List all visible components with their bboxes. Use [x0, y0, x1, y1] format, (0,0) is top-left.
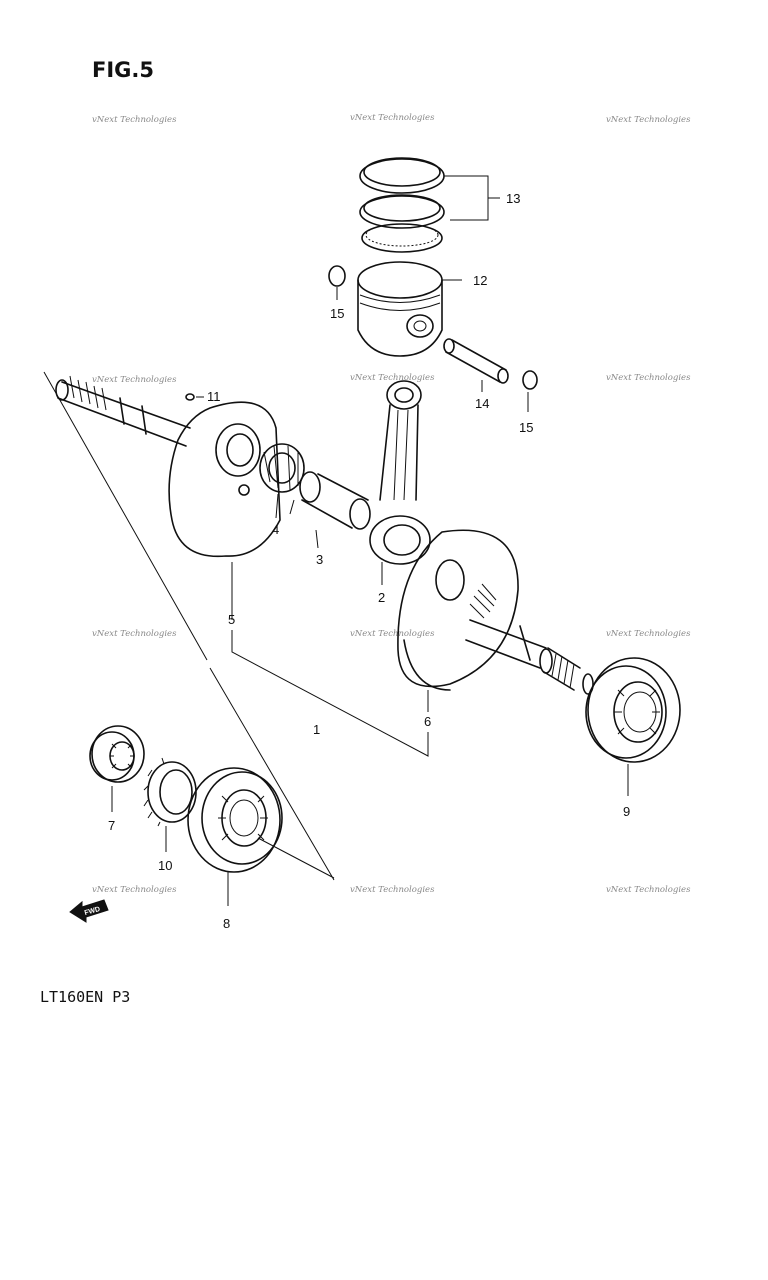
callout-4: 4 [272, 522, 279, 537]
callout-12: 12 [473, 273, 487, 288]
callout-15-right: 15 [519, 420, 533, 435]
crank-pin [299, 471, 371, 549]
needle-bearing [259, 443, 305, 519]
watermark-text: vNext Technologies [92, 115, 177, 125]
watermark-text: vNext Technologies [606, 373, 691, 383]
forward-label: FWD [84, 906, 101, 917]
connecting-rod [369, 380, 431, 585]
watermark-text: vNext Technologies [92, 629, 177, 639]
callout-13: 13 [506, 191, 520, 206]
drive-gear [143, 757, 197, 852]
washer [185, 393, 204, 401]
figure-title: FIG.5 [92, 58, 154, 82]
assembly-bracket [231, 630, 429, 757]
watermark-text: vNext Technologies [350, 113, 435, 123]
callout-6: 6 [424, 714, 431, 729]
watermark-text: vNext Technologies [350, 373, 435, 383]
callout-15-left: 15 [330, 306, 344, 321]
crankshaft-right [397, 529, 594, 712]
callout-7: 7 [108, 818, 115, 833]
piston-pin [443, 338, 509, 392]
callout-14: 14 [475, 396, 489, 411]
watermark-text: vNext Technologies [606, 629, 691, 639]
watermarks: vNext Technologies vNext Technologies vN… [92, 113, 691, 895]
watermark-text: vNext Technologies [350, 629, 435, 639]
watermark-text: vNext Technologies [606, 885, 691, 895]
callout-5: 5 [228, 612, 235, 627]
callout-labels: 1 2 3 4 5 6 7 8 9 10 11 12 13 14 15 15 [108, 191, 630, 931]
watermark-text: vNext Technologies [350, 885, 435, 895]
bearing [187, 767, 283, 906]
callout-10: 10 [158, 858, 172, 873]
callout-9: 9 [623, 804, 630, 819]
callout-1: 1 [313, 722, 320, 737]
piston-rings [359, 157, 500, 253]
circlip [522, 370, 538, 412]
watermark-text: vNext Technologies [92, 885, 177, 895]
callout-11: 11 [207, 389, 221, 404]
model-code: LT160EN P3 [40, 988, 131, 1006]
watermark-text: vNext Technologies [92, 375, 177, 385]
alignment-guide-line [43, 371, 335, 881]
forward-direction-arrow: FWD [69, 899, 109, 923]
piston [357, 261, 462, 357]
bearing [585, 657, 681, 796]
callout-8: 8 [223, 916, 230, 931]
callout-2: 2 [378, 590, 385, 605]
circlip [328, 265, 346, 300]
watermark-text: vNext Technologies [606, 115, 691, 125]
callout-3: 3 [316, 552, 323, 567]
bearing [89, 725, 145, 812]
crankshaft-left [55, 375, 281, 620]
